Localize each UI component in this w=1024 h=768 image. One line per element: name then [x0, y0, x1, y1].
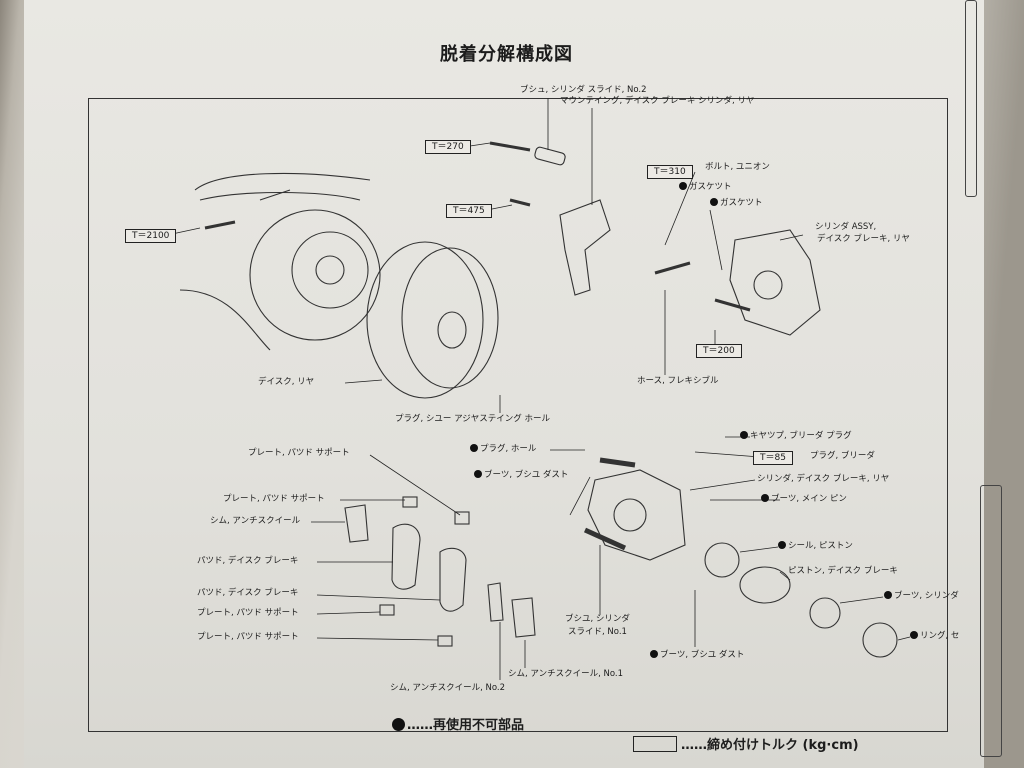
rotor-drawing — [366, 241, 484, 399]
label-plug-bleeder: プラグ, ブリーダ — [810, 451, 875, 461]
label-piston: ピストン, デイスク ブレーキ — [788, 566, 898, 576]
non-reusable-dot — [778, 541, 786, 549]
legend-torque: ……締め付けトルク (kg·cm) — [633, 734, 859, 753]
legend-dot — [392, 718, 405, 731]
label-boot-bush-dust: ブーツ, ブシユ ダスト — [474, 470, 568, 480]
mounting-drawing — [559, 199, 611, 296]
boot-drawing — [809, 597, 841, 629]
label-gasket-2: ガスケツト — [710, 198, 763, 208]
label-cap-bleeder: キヤツプ, ブリーダ プラグ — [740, 431, 852, 441]
label-disc-rear: デイスク, リヤ — [258, 377, 315, 387]
backing-plate-drawing — [249, 209, 381, 341]
label-cylinder-assy-2: デイスク ブレーキ, リヤ — [817, 234, 910, 244]
label-plate-4: プレート, パツド サポート — [197, 632, 299, 642]
label-mounting: マウンテイング, デイスク ブレーキ シリンダ, リヤ — [560, 96, 755, 106]
torque-box-475: T＝475 — [446, 204, 492, 218]
label-hose: ホース, フレキシブル — [637, 376, 719, 386]
label-bush-slide-no1-a: ブシユ, シリンダ — [565, 614, 630, 624]
label-bush-slide-no1-b: スライド, No.1 — [568, 627, 627, 637]
torque-box-2100: T＝2100 — [125, 229, 177, 243]
non-reusable-dot — [650, 650, 658, 658]
seal-drawing — [704, 542, 740, 578]
label-shim-no1: シム, アンチスクイール, No.1 — [508, 669, 623, 679]
label-pad-2: パツド, デイスク ブレーキ — [197, 588, 299, 598]
page-tab — [980, 485, 1002, 757]
label-bushing-slide-no2: ブシュ, シリンダ スライド, No.2 — [520, 85, 647, 95]
label-gasket-1: ガスケツト — [679, 182, 732, 192]
torque-box-270: T＝270 — [425, 140, 471, 154]
pad-drawing-2 — [439, 547, 467, 612]
torque-box-310: T＝310 — [647, 165, 693, 179]
label-bolt-union: ボルト, ユニオン — [705, 162, 770, 172]
diagram-frame — [88, 98, 948, 732]
torque-box-200: T＝200 — [696, 344, 742, 358]
page-title: 脱着分解構成図 — [440, 44, 573, 65]
label-ring: リング, セ — [910, 631, 959, 641]
non-reusable-dot — [910, 631, 918, 639]
label-boot-cylinder: ブーツ, シリンダ — [884, 591, 959, 601]
label-plate-2: プレート, パツド サポート — [223, 494, 325, 504]
label-boot-bush-dust-2: ブーツ, ブシユ ダスト — [650, 650, 744, 660]
label-seal-piston: シール, ピストン — [778, 541, 853, 551]
non-reusable-dot — [470, 444, 478, 452]
hub-drawing — [291, 231, 369, 309]
non-reusable-dot — [679, 182, 687, 190]
non-reusable-dot — [740, 431, 748, 439]
label-plate-3: プレート, パツド サポート — [197, 608, 299, 618]
legend-non-reusable: ……再使用不可部品 — [392, 714, 524, 733]
label-shim-no2: シム, アンチスクイール, No.2 — [390, 683, 505, 693]
page-tab — [965, 0, 977, 197]
label-cylinder-assy-1: シリンダ ASSY, — [815, 222, 877, 232]
label-boot-main-pin: ブーツ, メイン ピン — [761, 494, 847, 504]
label-plate-1: プレート, パツド サポート — [248, 448, 350, 458]
label-plug-hole: プラグ, ホール — [470, 444, 536, 454]
caliper-drawing — [587, 469, 686, 561]
non-reusable-dot — [884, 591, 892, 599]
label-plug-shoe: プラグ, シユー アジヤステイング ホール — [395, 414, 550, 424]
piston-drawing — [739, 566, 791, 604]
label-pad-1: パツド, デイスク ブレーキ — [197, 556, 299, 566]
caliper-assy-drawing — [729, 229, 821, 336]
pad-drawing-1 — [391, 523, 421, 590]
torque-box-85: T＝85 — [753, 451, 793, 465]
manual-page — [24, 0, 984, 768]
non-reusable-dot — [474, 470, 482, 478]
non-reusable-dot — [761, 494, 769, 502]
legend-torque-box — [633, 736, 677, 752]
ring-drawing — [862, 622, 898, 658]
label-cylinder-disc: シリンダ, デイスク ブレーキ, リヤ — [757, 474, 890, 484]
non-reusable-dot — [710, 198, 718, 206]
label-shim-anti: シム, アンチスクイール — [210, 516, 301, 526]
